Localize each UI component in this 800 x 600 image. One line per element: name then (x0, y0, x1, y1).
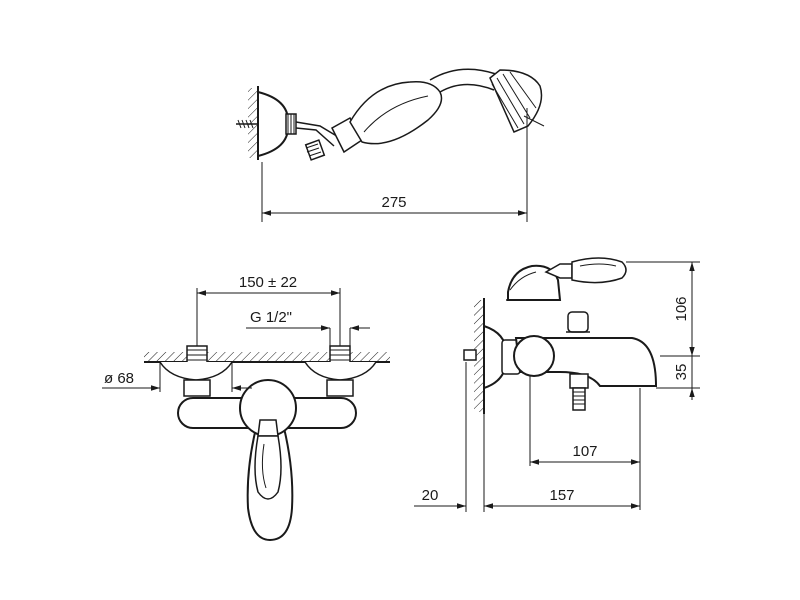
hose-outlet (572, 387, 586, 411)
hose-connector-thread (305, 143, 322, 157)
wall-hatch-side (474, 300, 484, 412)
diverter-knob (567, 311, 589, 333)
side-view: 106 35 107 20 157 (414, 257, 700, 512)
holder-arm (295, 121, 341, 147)
side-inlet-stub (463, 349, 477, 361)
hand-shower-view: 275 (236, 68, 545, 222)
handle-neck (429, 68, 497, 93)
wall-bracket (257, 91, 290, 157)
dim-projection: 157 (549, 487, 574, 504)
wall-hatch-front (144, 352, 390, 362)
dim-flange-diameter: ø 68 (104, 370, 134, 387)
hose-connector (304, 139, 326, 161)
front-view: 150 ± 22 G 1/2" ø 68 (102, 274, 390, 542)
hose-outlet-nut (569, 373, 589, 389)
hose-outlet-thread (573, 391, 585, 405)
dim-total-height: 106 (673, 296, 690, 321)
left-flange (159, 361, 233, 381)
dim-spout-height: 35 (673, 364, 690, 381)
right-inlet-thread (330, 349, 350, 361)
dim-wall-offset: 20 (422, 487, 439, 504)
side-body-cap (513, 335, 555, 377)
dim-handshower-length: 275 (381, 194, 406, 211)
handle-highlight (363, 95, 429, 133)
dim-inlet-centres: 150 ± 22 (239, 274, 297, 291)
wall-hatch-top (248, 88, 258, 158)
dim-spout-reach: 107 (572, 443, 597, 460)
lever-grip (571, 257, 627, 284)
handle-collar (257, 419, 279, 437)
right-flange (304, 361, 377, 381)
dim-thread: G 1/2" (250, 309, 292, 326)
left-inlet-thread (187, 349, 207, 361)
screw-thread (237, 119, 254, 129)
shower-head-ribs (491, 71, 537, 129)
handle-grip (254, 435, 282, 500)
collar-ribs (287, 114, 295, 134)
handle-body (349, 80, 443, 145)
right-nut (326, 379, 354, 397)
handle-grip-highlight (261, 443, 267, 489)
left-nut (183, 379, 211, 397)
dome-highlight (509, 271, 537, 291)
lever-grip-highlight (579, 263, 617, 267)
